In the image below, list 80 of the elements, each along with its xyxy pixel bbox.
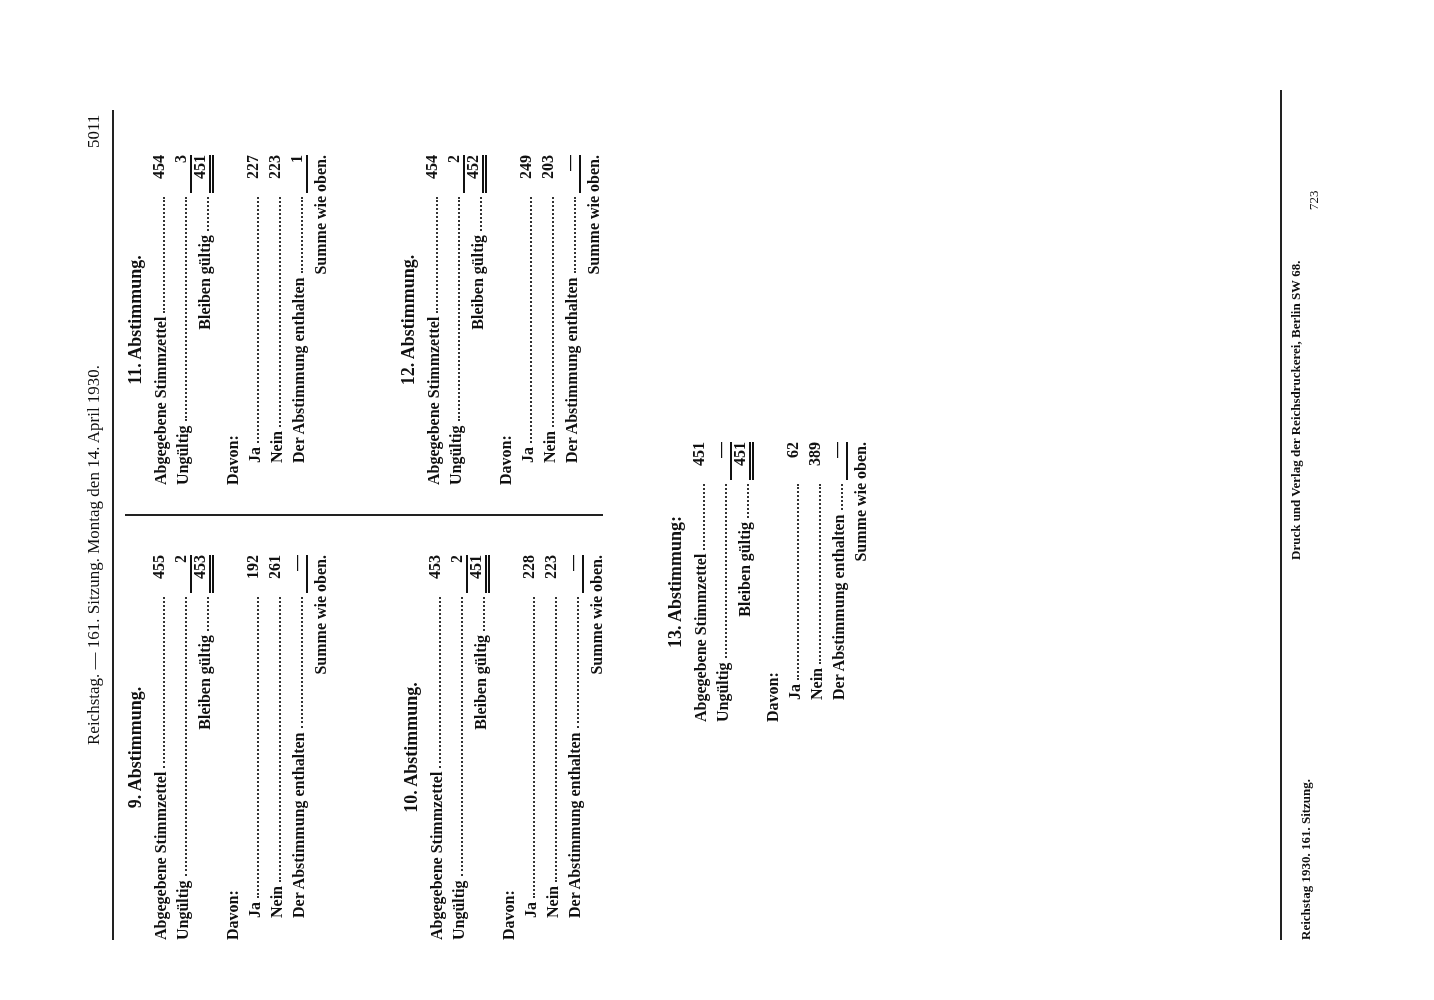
- vote-count: 261: [265, 555, 284, 581]
- row-label: Ja: [522, 902, 540, 918]
- row-label: Davon:: [500, 890, 518, 940]
- vote-count: 192: [243, 555, 262, 581]
- footer-text: Reichstag 1930. 161. Sitzung.: [1298, 778, 1314, 940]
- row-label: Der Abstimmung enthalten: [830, 514, 848, 700]
- vote-count: 389: [805, 442, 824, 468]
- row-label: Summe wie oben.: [312, 155, 330, 275]
- row-label: Nein: [808, 668, 826, 700]
- row-label: Nein: [544, 886, 562, 918]
- vote-count: —: [562, 555, 584, 593]
- vote-count: 228: [519, 555, 538, 581]
- row-label: Nein: [541, 431, 559, 463]
- row-label: Nein: [268, 431, 286, 463]
- row-label: Summe wie oben.: [852, 442, 870, 562]
- vote-count: —: [826, 442, 848, 480]
- vote-count: 223: [265, 155, 284, 181]
- row-label: Davon:: [497, 435, 515, 485]
- row-label: Bleiben gültig: [196, 235, 214, 330]
- vote-count: 62: [783, 442, 802, 460]
- row-label: Bleiben gültig: [472, 635, 490, 730]
- row-label: Summe wie oben.: [585, 155, 603, 275]
- vote-count: 2: [170, 555, 192, 593]
- row-label: Davon:: [764, 672, 782, 722]
- row-label: Abgegebene Stimmzettel: [425, 316, 443, 485]
- row-label: Summe wie oben.: [312, 555, 330, 675]
- row-label: Abgegebene Stimmzettel: [152, 316, 170, 485]
- vote-count: 227: [243, 155, 262, 181]
- vote-heading: 9. Abstimmung.: [124, 685, 146, 811]
- vote-heading: 10. Abstimmung.: [400, 681, 422, 815]
- row-label: Bleiben gültig: [469, 235, 487, 330]
- vote-heading: 12. Abstimmung.: [397, 253, 419, 388]
- vote-count: 203: [538, 155, 557, 181]
- vote-count: 454: [422, 155, 441, 181]
- row-label: Ja: [519, 447, 537, 463]
- row-label: Der Abstimmung enthalten: [290, 277, 308, 463]
- row-label: Der Abstimmung enthalten: [566, 732, 584, 918]
- vote-count: 2: [446, 555, 468, 593]
- row-label: Abgegebene Stimmzettel: [428, 771, 446, 940]
- vote-count: —: [710, 442, 732, 480]
- row-label: Ungültig: [174, 425, 192, 485]
- page-number: 5011: [84, 114, 104, 148]
- row-label: Bleiben gültig: [196, 635, 214, 730]
- vote-count: 454: [149, 155, 168, 181]
- vote-count: 223: [541, 555, 560, 581]
- row-label: Ja: [786, 684, 804, 700]
- vote-count: 1: [286, 155, 308, 193]
- vote-count: 453: [189, 555, 214, 593]
- sheet-number: 723: [1306, 190, 1322, 210]
- row-label: Summe wie oben.: [588, 555, 606, 675]
- vote-count: 453: [425, 555, 444, 581]
- row-label: Nein: [268, 886, 286, 918]
- row-label: Ungültig: [714, 662, 732, 722]
- vote-count: 452: [462, 155, 487, 193]
- row-label: Ja: [246, 447, 264, 463]
- row-label: Ja: [246, 902, 264, 918]
- vote-count: 249: [516, 155, 535, 181]
- vote-count: —: [286, 555, 308, 593]
- row-label: Abgegebene Stimmzettel: [152, 771, 170, 940]
- vote-count: 451: [729, 442, 754, 480]
- row-label: Ungültig: [450, 880, 468, 940]
- vote-count: 451: [189, 155, 214, 193]
- vote-count: 451: [465, 555, 490, 593]
- vote-count: 451: [689, 442, 708, 468]
- row-label: Ungültig: [447, 425, 465, 485]
- printer-imprint: Druck und Verlag der Reichsdruckerei, Berlin SW 68.: [1288, 260, 1304, 560]
- row-label: Ungültig: [174, 880, 192, 940]
- vote-heading: 13. Abstimmung:: [664, 515, 686, 650]
- vote-count: —: [559, 155, 581, 193]
- row-label: Davon:: [224, 890, 242, 940]
- vote-count: 2: [443, 155, 465, 193]
- row-label: Davon:: [224, 435, 242, 485]
- row-label: Abgegebene Stimmzettel: [692, 553, 710, 722]
- vote-heading: 11. Abstimmung.: [124, 254, 146, 387]
- vote-count: 455: [149, 555, 168, 581]
- page-header: Reichstag. — 161. Sitzung. Montag den 14. April 1930.: [84, 364, 104, 745]
- row-label: Der Abstimmung enthalten: [563, 277, 581, 463]
- vote-count: 3: [170, 155, 192, 193]
- row-label: Bleiben gültig: [736, 522, 754, 617]
- row-label: Der Abstimmung enthalten: [290, 732, 308, 918]
